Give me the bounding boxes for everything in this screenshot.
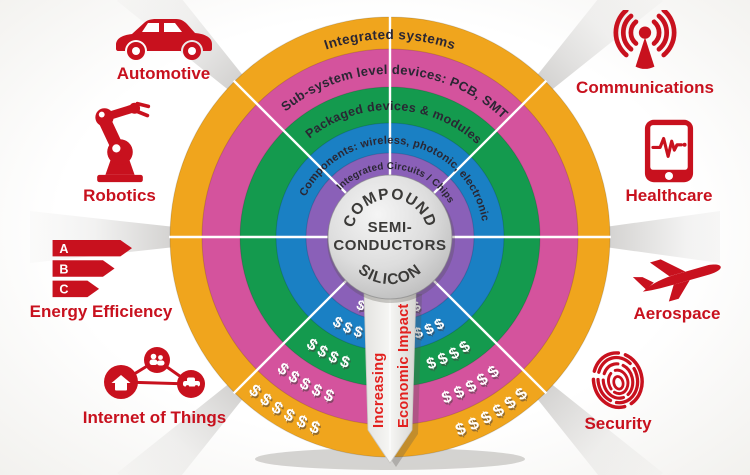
car-front-window	[163, 23, 182, 32]
car-rear-window	[141, 23, 159, 32]
sector-security[interactable]: Security	[549, 350, 687, 432]
energy-rating-icon: A B C	[52, 239, 132, 298]
sector-label-internet-of-things: Internet of Things	[82, 408, 227, 427]
hub-text-conductors: CONDUCTORS	[333, 237, 446, 254]
sector-energy-efficiency[interactable]: A B C Energy Efficiency	[15, 238, 187, 320]
sector-label-healthcare: Healthcare	[625, 186, 713, 205]
signal-waves	[613, 10, 677, 58]
sector-dividers	[169, 16, 611, 395]
house-glyph	[111, 375, 130, 391]
divider-southwest	[232, 279, 348, 395]
fingerprint-ridges	[591, 351, 644, 410]
arrow-text-increasing: Increasing	[371, 352, 387, 428]
home-button	[664, 171, 674, 180]
sector-label-security: Security	[584, 414, 652, 433]
people-node	[143, 347, 170, 373]
car-icon	[115, 19, 212, 60]
sector-label-energy-efficiency: Energy Efficiency	[29, 302, 173, 321]
robot-arm-icon	[94, 101, 150, 183]
medical-monitor-icon	[644, 119, 694, 183]
antenna-icon	[613, 10, 677, 69]
joint-highlight	[98, 111, 105, 118]
sector-communications[interactable]: Communications	[566, 10, 724, 96]
airplane-icon	[632, 259, 721, 302]
arrow-text-economic-impact: Economic Impact	[396, 303, 412, 428]
connected-devices-icon	[103, 347, 205, 399]
rating-letter-b: B	[59, 262, 68, 276]
sector-healthcare[interactable]: Healthcare	[600, 118, 738, 204]
people-glyph	[149, 353, 164, 366]
sector-robotics[interactable]: Robotics	[52, 100, 187, 204]
divider-northeast	[432, 79, 548, 195]
sector-internet-of-things[interactable]: Internet of Things	[62, 346, 247, 426]
center-hub: COMPOUND SEMI- CONDUCTORS SILICON	[327, 174, 455, 303]
sector-aerospace[interactable]: Aerospace	[606, 250, 748, 322]
sector-label-communications: Communications	[576, 78, 714, 97]
joint-highlight	[111, 144, 120, 153]
hub-circle[interactable]	[327, 174, 453, 300]
sector-label-aerospace: Aerospace	[633, 304, 721, 323]
economic-impact-arrow: Increasing Economic Impact	[363, 289, 422, 467]
antenna-dot	[638, 26, 652, 39]
fingerprint-icon	[591, 351, 644, 410]
divider-southeast	[432, 279, 548, 395]
rating-letter-a: A	[59, 242, 68, 256]
rating-letter-c: C	[59, 283, 68, 297]
car-body	[115, 19, 212, 51]
airplane	[632, 259, 721, 302]
sector-label-automotive: Automotive	[116, 64, 211, 83]
energy-bars	[52, 239, 132, 298]
sector-automotive[interactable]: Automotive	[86, 14, 241, 82]
heartbeat-line	[651, 136, 684, 158]
hub-text-semi: SEMI-	[368, 219, 413, 236]
antenna-tower	[635, 37, 655, 69]
divider-northwest	[232, 79, 348, 195]
car-glyph	[182, 377, 200, 389]
sector-label-robotics: Robotics	[83, 186, 156, 205]
